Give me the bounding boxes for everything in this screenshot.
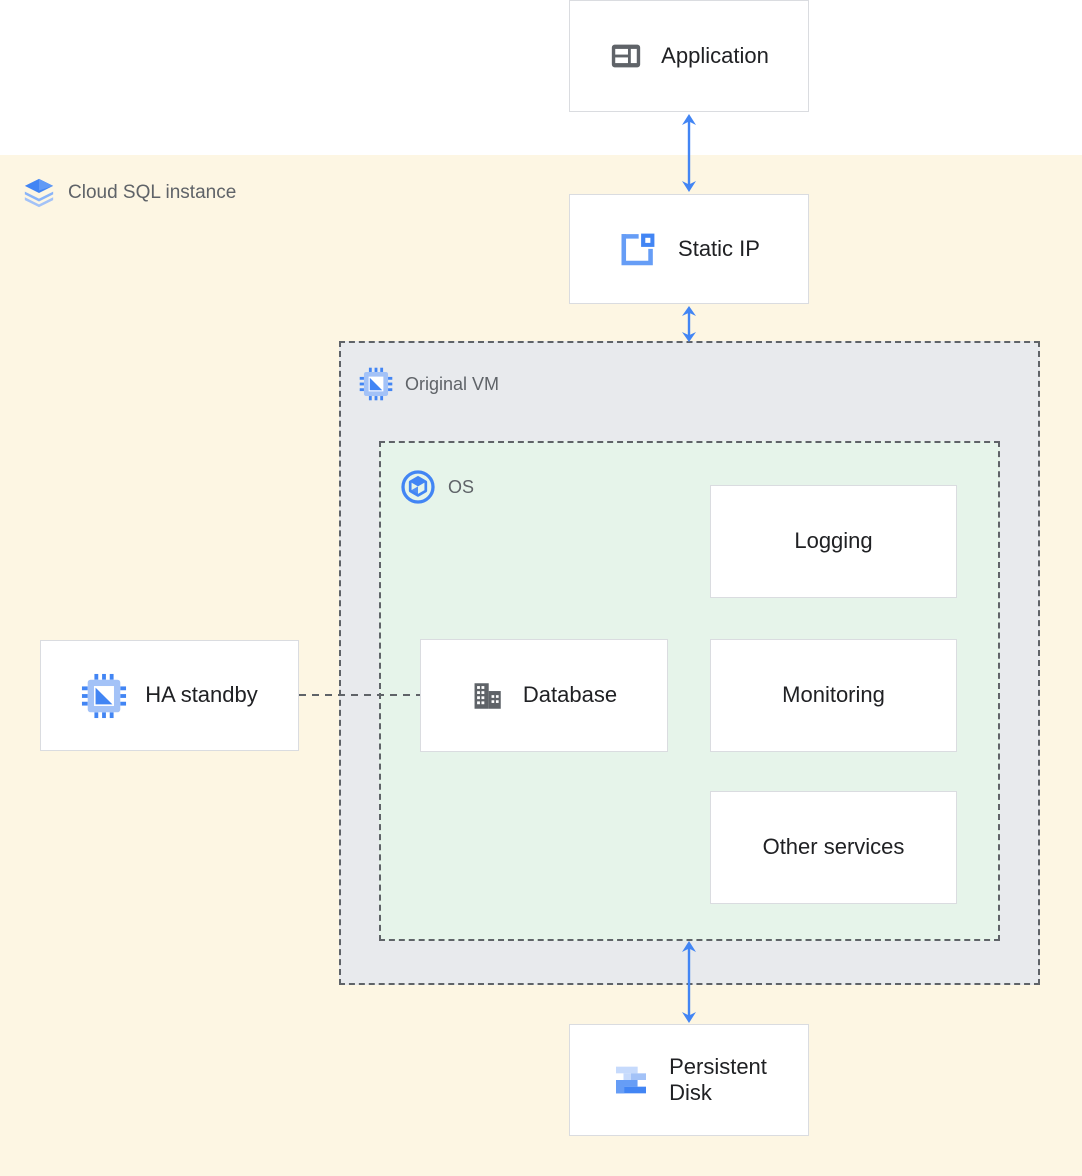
node-label: Application (661, 42, 769, 68)
node-application[interactable]: Application (569, 0, 809, 112)
connector-static-ip-to-original-vm (669, 304, 709, 344)
connector-os-to-persistent-disk (669, 939, 709, 1025)
vm-chip-icon (359, 367, 393, 401)
node-label: Static IP (678, 235, 760, 261)
region-label-original-vm: Original VM (359, 367, 499, 401)
node-other-services[interactable]: Other services (710, 791, 957, 904)
node-static-ip[interactable]: Static IP (569, 194, 809, 304)
static-ip-icon (618, 228, 660, 270)
database-building-icon (471, 679, 505, 713)
node-label: Database (522, 682, 618, 708)
os-cube-circle-icon (400, 469, 436, 505)
node-label: HA standby (145, 682, 258, 708)
application-window-icon (609, 39, 643, 73)
region-label-text: Cloud SQL instance (68, 182, 237, 203)
region-label-text: Original VM (405, 373, 500, 394)
node-monitoring[interactable]: Monitoring (710, 639, 957, 752)
node-database[interactable]: Database (420, 639, 668, 752)
vm-chip-icon (81, 673, 127, 719)
cloud-sql-layers-icon (22, 176, 56, 210)
node-label-line-2: Disk (669, 1080, 712, 1105)
node-label: Logging (794, 528, 873, 554)
persistent-disk-icon (611, 1060, 651, 1100)
node-label: Other services (762, 834, 905, 860)
connector-ha-standby-to-database (299, 688, 421, 702)
region-label-text: OS (448, 476, 475, 497)
node-ha-standby[interactable]: HA standby (40, 640, 299, 751)
node-label-line-1: Persistent (669, 1053, 767, 1079)
connector-application-to-static-ip (669, 112, 709, 194)
node-logging[interactable]: Logging (710, 485, 957, 598)
region-label-os: OS (400, 469, 474, 505)
region-label-cloud-sql-instance: Cloud SQL instance (22, 176, 236, 210)
node-label: Monitoring (782, 682, 885, 708)
